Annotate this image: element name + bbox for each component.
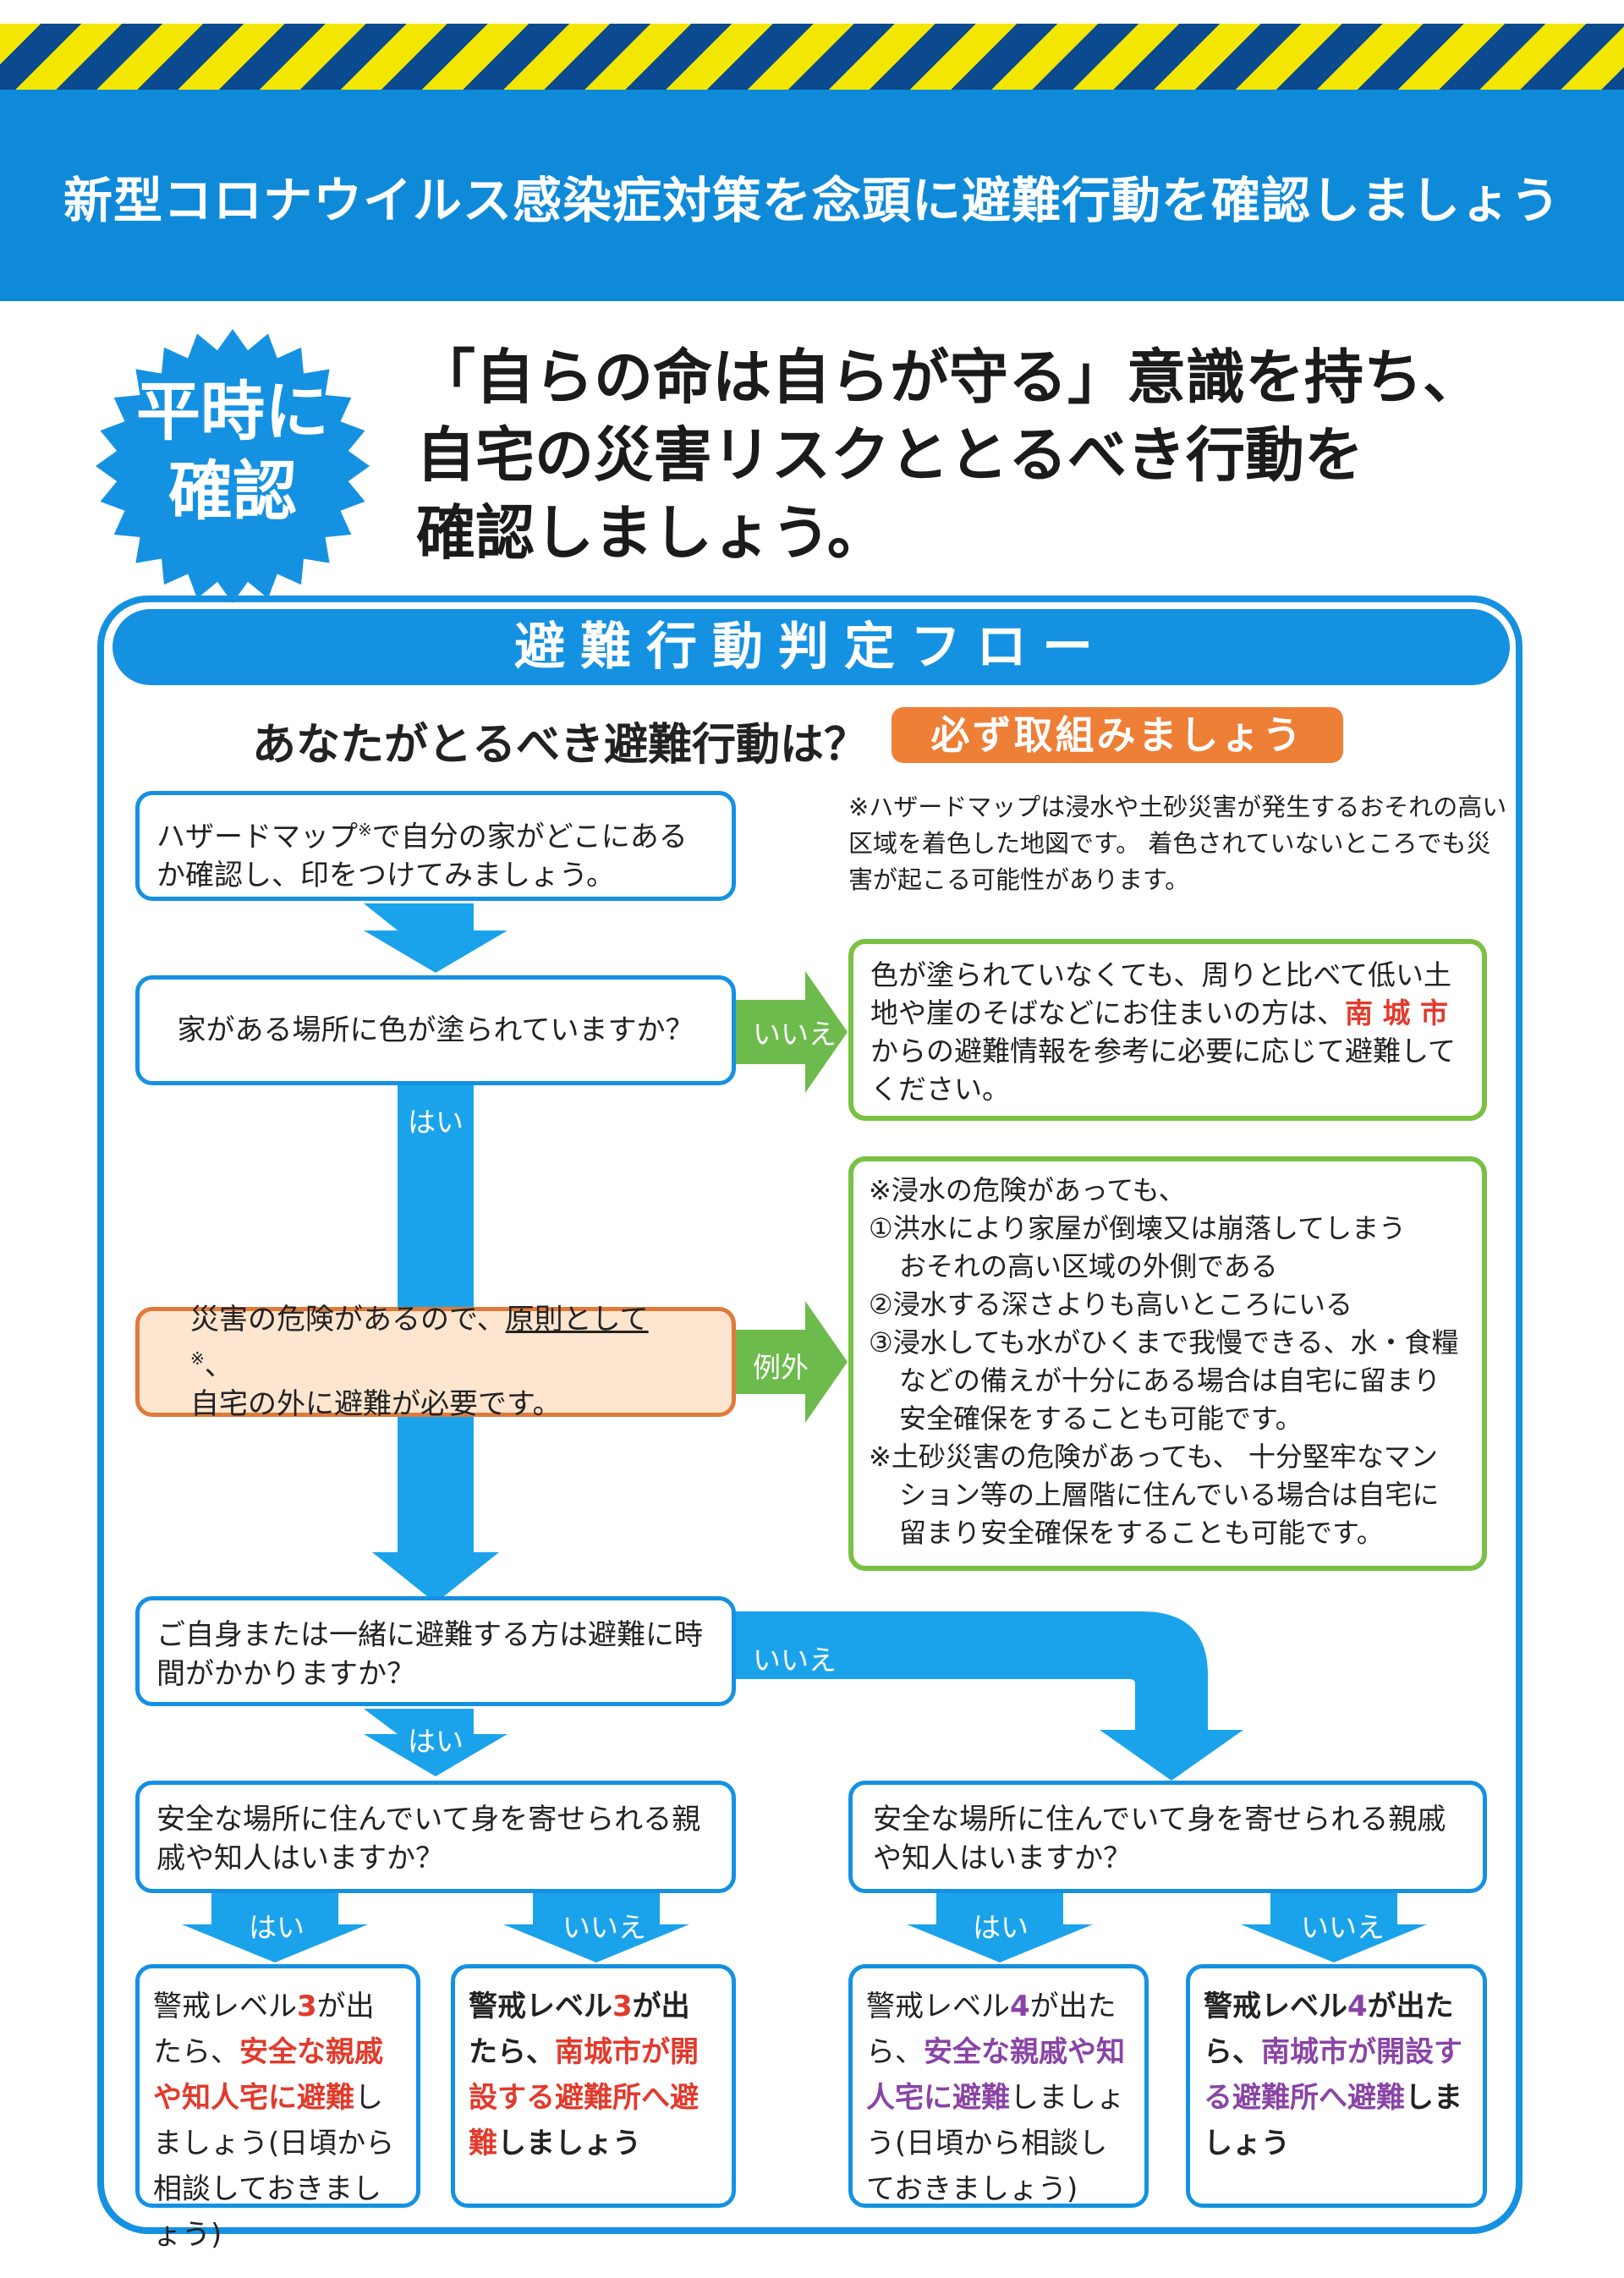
arrow-right-yes: [907, 1893, 1093, 1962]
arrow-right-no2: [1241, 1893, 1427, 1962]
step-hazard-map: ハザードマップ※で自分の家がどこにあるか確認し、印をつけてみましょう。: [135, 791, 736, 901]
step-relatives-right: 安全な場所に住んでいて身を寄せられる親戚や知人はいますか？: [848, 1781, 1487, 1893]
hazard-stripe: [0, 24, 1624, 90]
starburst-badge: [96, 329, 370, 603]
flow-question: あなたがとるべき避難行動は？: [252, 720, 869, 771]
result-lv4-relatives: 警戒レベル4が出たら、安全な親戚や知人宅に避難しましょう(日頃から相談しておきま…: [848, 1964, 1149, 2208]
label-no-1: いいえ: [753, 1018, 837, 1051]
label-exception: 例外: [753, 1351, 809, 1384]
lead-line-3: 確認しましょう。: [416, 498, 886, 568]
box-evacuate-required: 災害の危険があるので、原則として※、 自宅の外に避難が必要です。: [135, 1303, 736, 1421]
label-yes-4: はい: [973, 1911, 1029, 1944]
arrow-left-yes: [182, 1893, 368, 1962]
arrow-down-1: [364, 903, 508, 973]
lead-message: 「自らの命は自らが守る」意識を持ち、 自宅の災害リスクととるべき行動を 確認しま…: [416, 338, 1516, 572]
arrow-right-no: [734, 971, 848, 1093]
title-banner: [0, 90, 1624, 301]
label-yes-2: はい: [408, 1725, 464, 1758]
badge-line-2: 確認: [168, 453, 297, 529]
badge-text: 平時に 確認: [93, 372, 372, 531]
page-title: 新型コロナウイルス感染症対策を念頭に避難行動を確認しましょう: [63, 172, 1561, 229]
result-lv3-shelter: 警戒レベル3が出たら、南城市が開設する避難所へ避難しましょう: [451, 1964, 736, 2208]
arrow-right-exception: [734, 1301, 848, 1423]
hazard-map-note: ※ハザードマップは浸水や土砂災害が発生するおそれの高い区域を着色した地図です。 …: [848, 793, 1507, 894]
label-yes-3: はい: [249, 1911, 304, 1944]
lead-line-2: 自宅の災害リスクととるべき行動を: [416, 420, 1363, 490]
arrow-time-yes: [364, 1709, 508, 1776]
arrow-time-no: [734, 1611, 1243, 1781]
label-no-2: いいえ: [753, 1644, 837, 1677]
result-lv4-shelter: 警戒レベル4が出たら、南城市が開設する避難所へ避難しましょう: [1186, 1964, 1487, 2208]
step-time-question: ご自身または一緒に避難する方は避難に時間がかかりますか？: [135, 1596, 736, 1706]
arrow-down-main: [372, 1552, 499, 1603]
box-not-colored: 色が塗られていなくても、周りと比べて低い土地や崖のそばなどにお住まいの方は、南 …: [848, 939, 1487, 1121]
step-relatives-left: 安全な場所に住んでいて身を寄せられる親戚や知人はいますか？: [135, 1781, 736, 1893]
must-badge: 必ず取組みましょう: [892, 707, 1343, 763]
arrow-left-no: [503, 1893, 689, 1962]
label-yes-1: はい: [408, 1106, 464, 1139]
label-no-3: いいえ: [562, 1911, 646, 1944]
result-lv3-relatives: 警戒レベル3が出たら、安全な親戚や知人宅に避難しましょう(日頃から相談しておきま…: [135, 1964, 420, 2252]
step-colored: 家がある場所に色が塗られていますか？: [135, 975, 736, 1085]
label-no-4: いいえ: [1301, 1911, 1385, 1944]
flow-frame: [97, 596, 1522, 2234]
box-exceptions: ※浸水の危険があっても、 ①洪水により家屋が倒壊又は崩落してしまう おそれの高い…: [848, 1156, 1487, 1571]
lead-line-1: 「自らの命は自らが守る」意識を持ち、: [416, 343, 1482, 412]
badge-line-1: 平時に: [136, 374, 329, 449]
flow-title: 避難行動判定フロー: [112, 609, 1510, 685]
